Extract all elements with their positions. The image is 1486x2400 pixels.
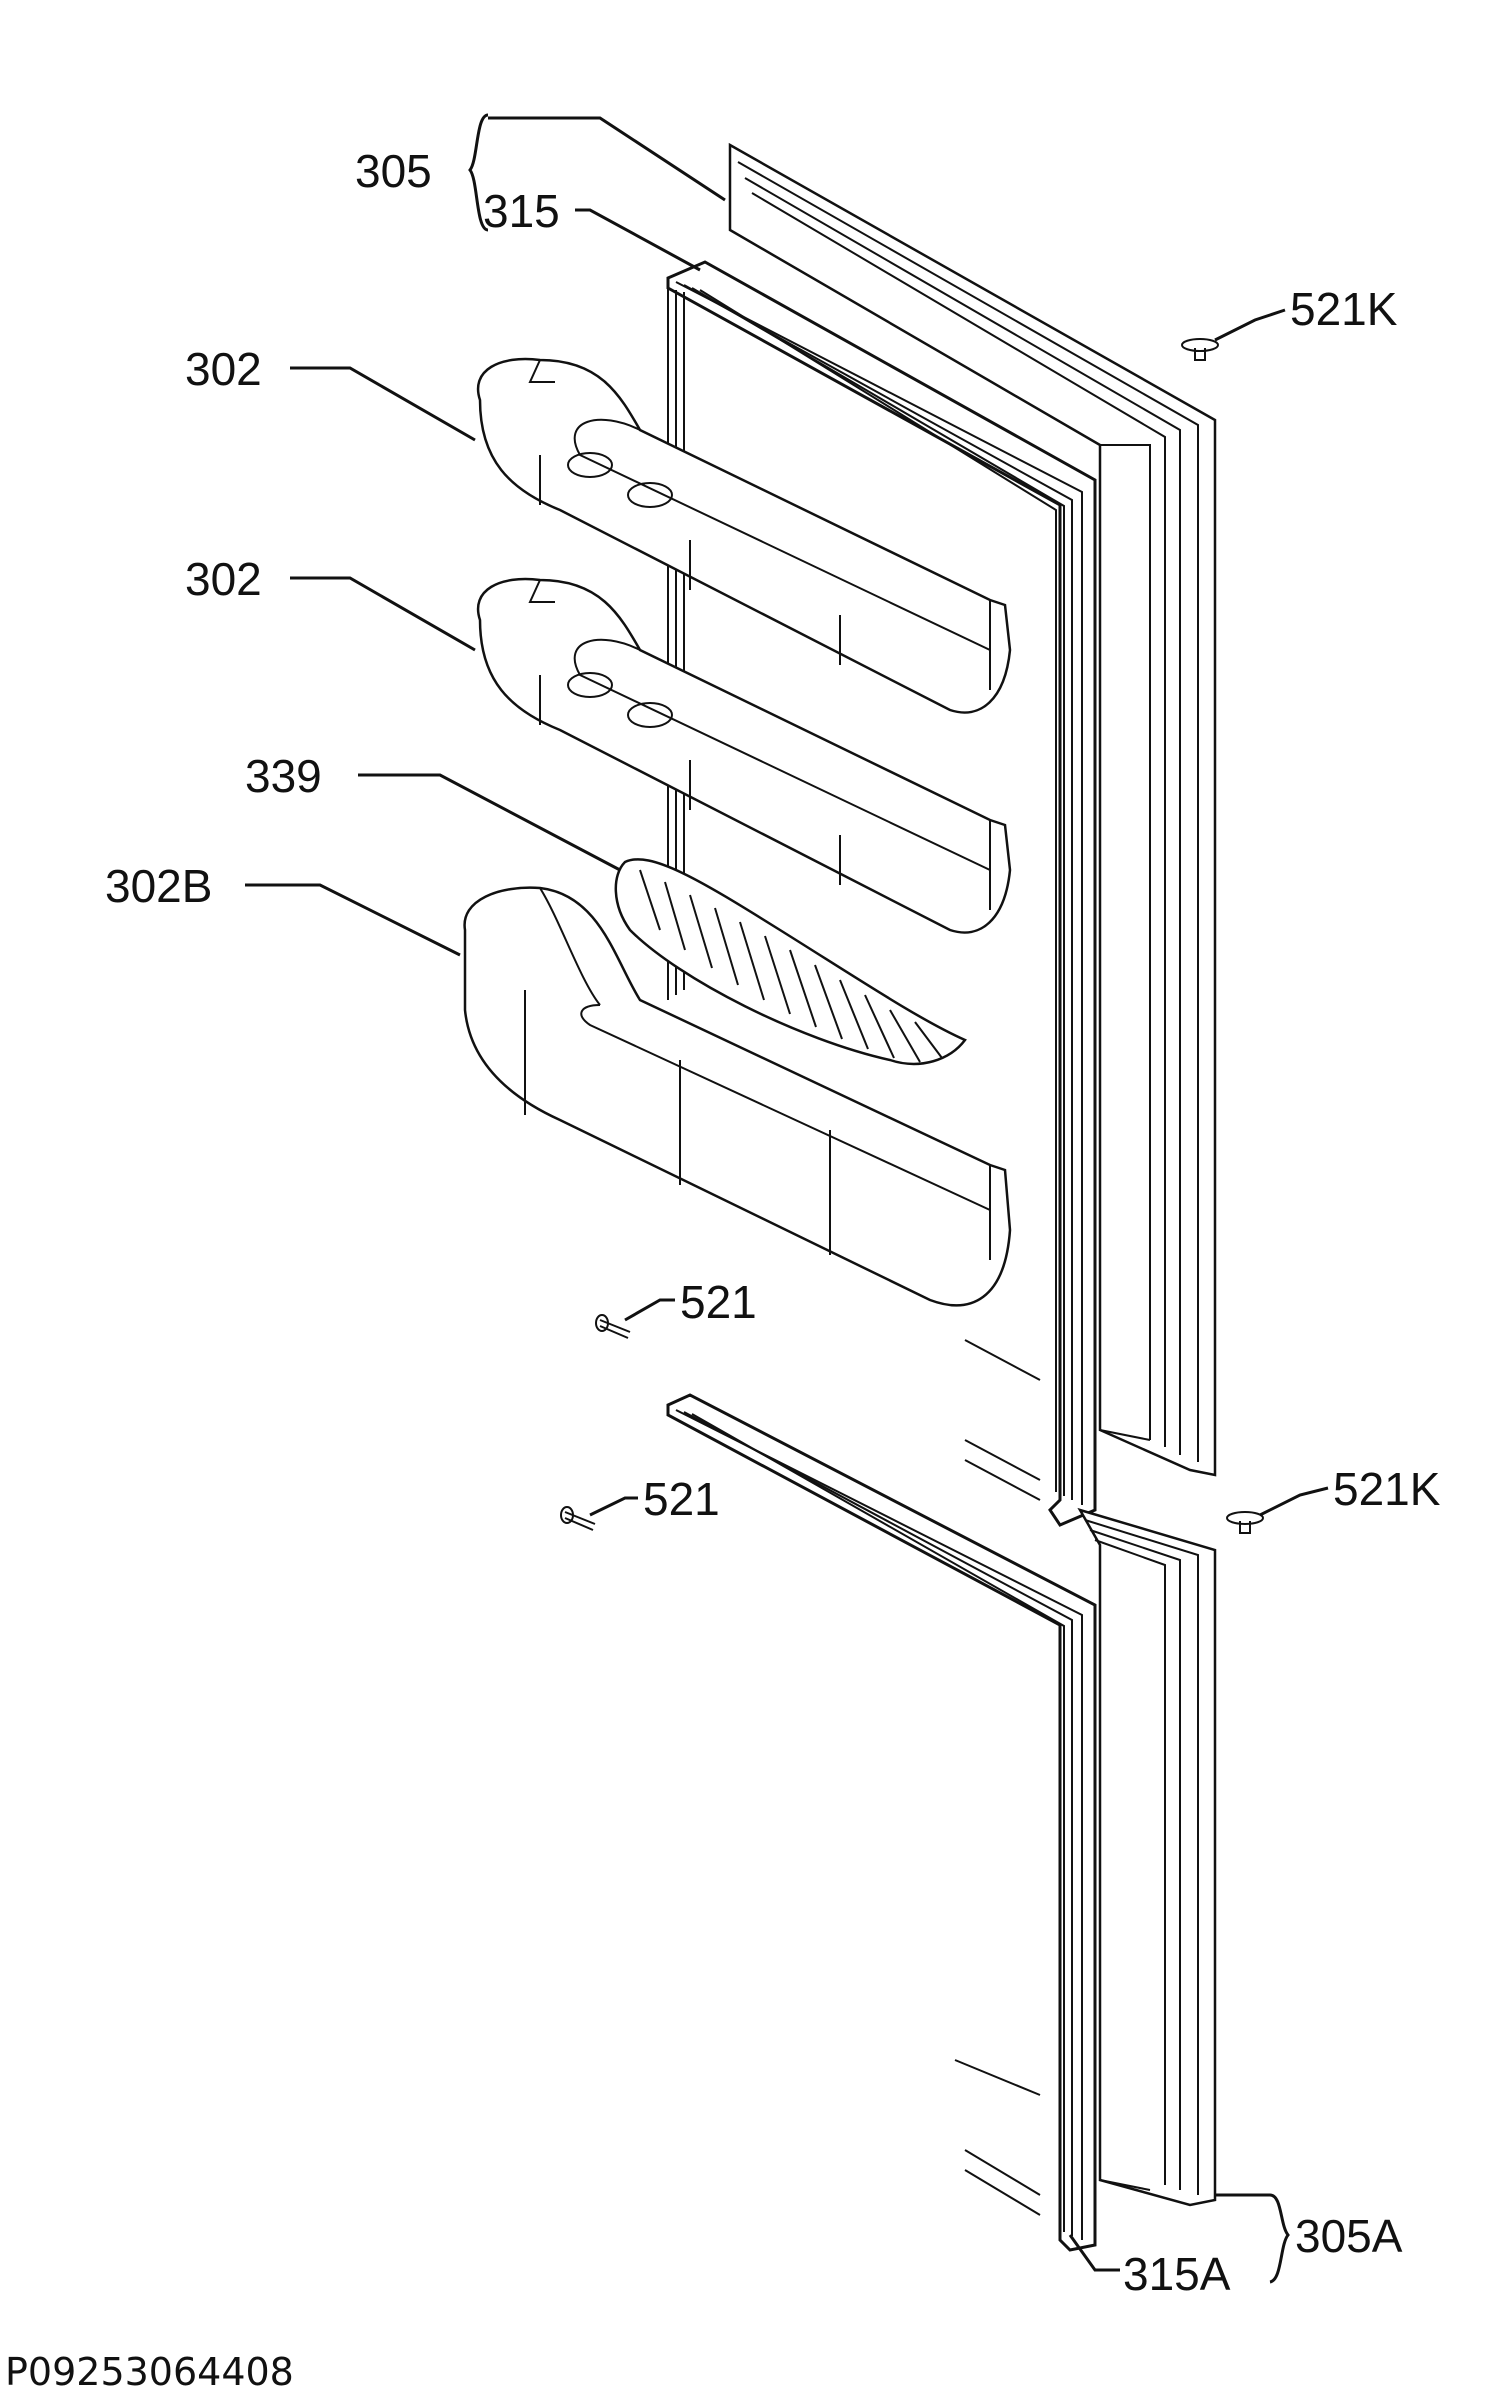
door-shelf-2 [476, 577, 1012, 934]
label-302-shelf-2: 302 [185, 553, 262, 605]
label-305: 305 [355, 145, 432, 197]
lower-gasket [666, 1393, 1097, 2252]
door-shelf-1 [476, 357, 1012, 714]
upper-door-panel [728, 142, 1217, 1477]
hinge-cover-mid [1226, 1511, 1264, 1534]
label-521-upper: 521 [680, 1276, 757, 1328]
label-521k-mid: 521K [1333, 1463, 1441, 1515]
screw-lower [560, 1506, 596, 1531]
label-315a: 315A [1123, 2248, 1231, 2300]
drawing-code: P09253064408 [5, 2350, 294, 2394]
label-521-lower: 521 [643, 1473, 720, 1525]
door-shelf-bottom [463, 886, 1012, 1307]
bottle-divider [614, 858, 967, 1066]
label-521k-top: 521K [1290, 283, 1398, 335]
label-302-shelf-1: 302 [185, 343, 262, 395]
label-305a: 305A [1295, 2210, 1403, 2262]
label-315: 315 [483, 185, 560, 237]
label-302b: 302B [105, 860, 212, 912]
hinge-cover-top [1181, 338, 1219, 361]
lower-door-panel [1077, 1507, 1217, 2207]
screw-upper [595, 1314, 631, 1339]
label-339: 339 [245, 750, 322, 802]
leader-lines [245, 113, 1329, 2284]
